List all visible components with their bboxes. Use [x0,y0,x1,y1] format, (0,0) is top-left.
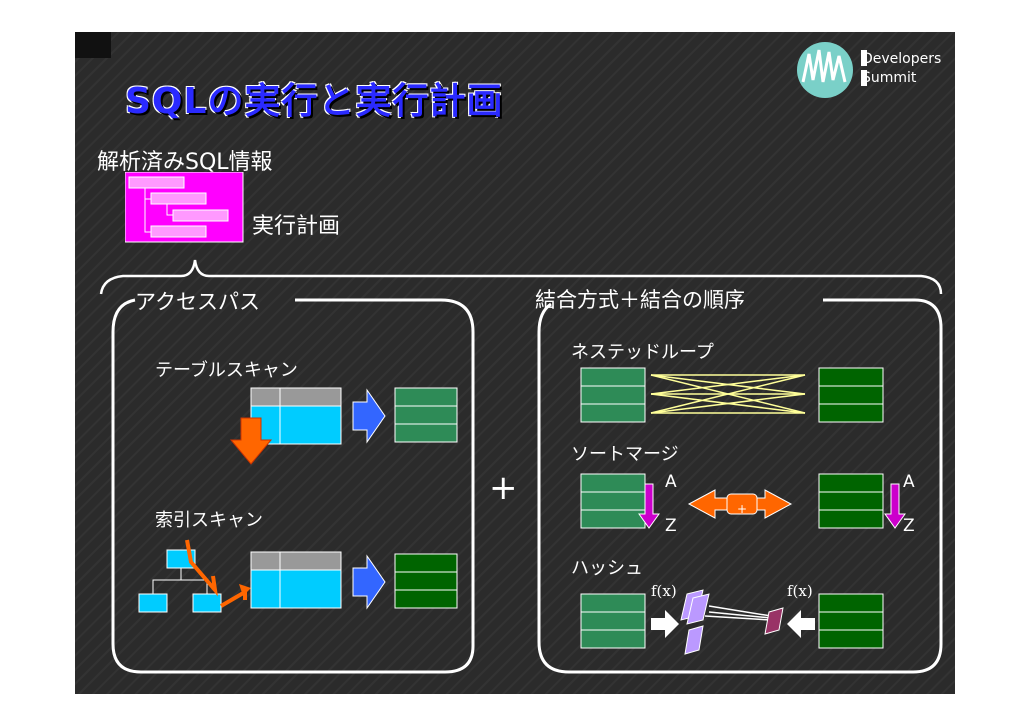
access-path-graphics [138,387,458,613]
execution-plan-label: 実行計画 [252,214,341,239]
nested-loop-left-rows [580,367,646,423]
combine-plus-sign: + [489,468,518,508]
index-tree [138,549,222,613]
hash-probe-lines [704,605,772,621]
sort-merge-label: ソートマージ [571,444,679,465]
index-scan-label: 索引スキャン [155,510,263,531]
table-scan-down-arrow [229,417,273,465]
sort-left-start-label: A [665,472,677,492]
index-scan-table [250,551,342,609]
sort-right-start-label: A [903,472,915,492]
hash-arrow-left [651,610,679,638]
nested-loop-label: ネステッドループ [571,342,714,363]
sort-right-end-label: Z [903,516,915,536]
hash-func-right-label: f(x) [787,582,813,600]
index-scan-result-arrow [352,554,386,610]
index-scan-arrow-head [239,584,251,596]
sort-left-end-label: Z [665,516,677,536]
hash-buckets-left [680,589,710,655]
index-scan-arrow-1 [185,539,218,597]
structure-lines [99,259,943,674]
table-scan-result-rows [394,387,458,443]
access-path-title: アクセスパス [135,290,260,314]
hash-arrow-right [787,610,815,638]
background-stripes [75,32,955,694]
hash-label: ハッシュ [571,558,643,579]
execution-plan-box [125,172,244,243]
join-method-title: 結合方式＋結合の順序 [535,288,745,312]
logo-line1: Developers [862,51,942,67]
sort-arrow-right [884,483,906,529]
page-title: SQLの実行と実行計画 [125,81,504,122]
sort-merge-right-rows [818,473,884,529]
table-scan-label: テーブルスキャン [155,360,298,381]
hash-func-left-label: f(x) [651,582,677,600]
table-scan-table [250,387,342,445]
developers-summit-logo [797,42,867,98]
join-method-graphics [580,367,906,655]
merge-plus-box [726,493,758,515]
sort-arrow-left [638,483,660,529]
sort-merge-left-rows [580,473,646,529]
hash-left-rows [580,593,646,649]
merge-plus-label: + [737,502,748,516]
hash-bucket-right [764,607,784,635]
table-scan-result-arrow [352,388,386,444]
nested-loop-right-rows [818,367,884,423]
hash-right-rows [818,593,884,649]
nested-loop-lines [650,374,806,414]
logo-line2: Summit [862,70,917,86]
index-scan-result-rows [394,553,458,609]
parsed-sql-info-label: 解析済みSQL情報 [97,150,273,175]
slide: Developers Summit SQLの実行と実行計画 解析済みSQL情報 … [75,32,955,694]
